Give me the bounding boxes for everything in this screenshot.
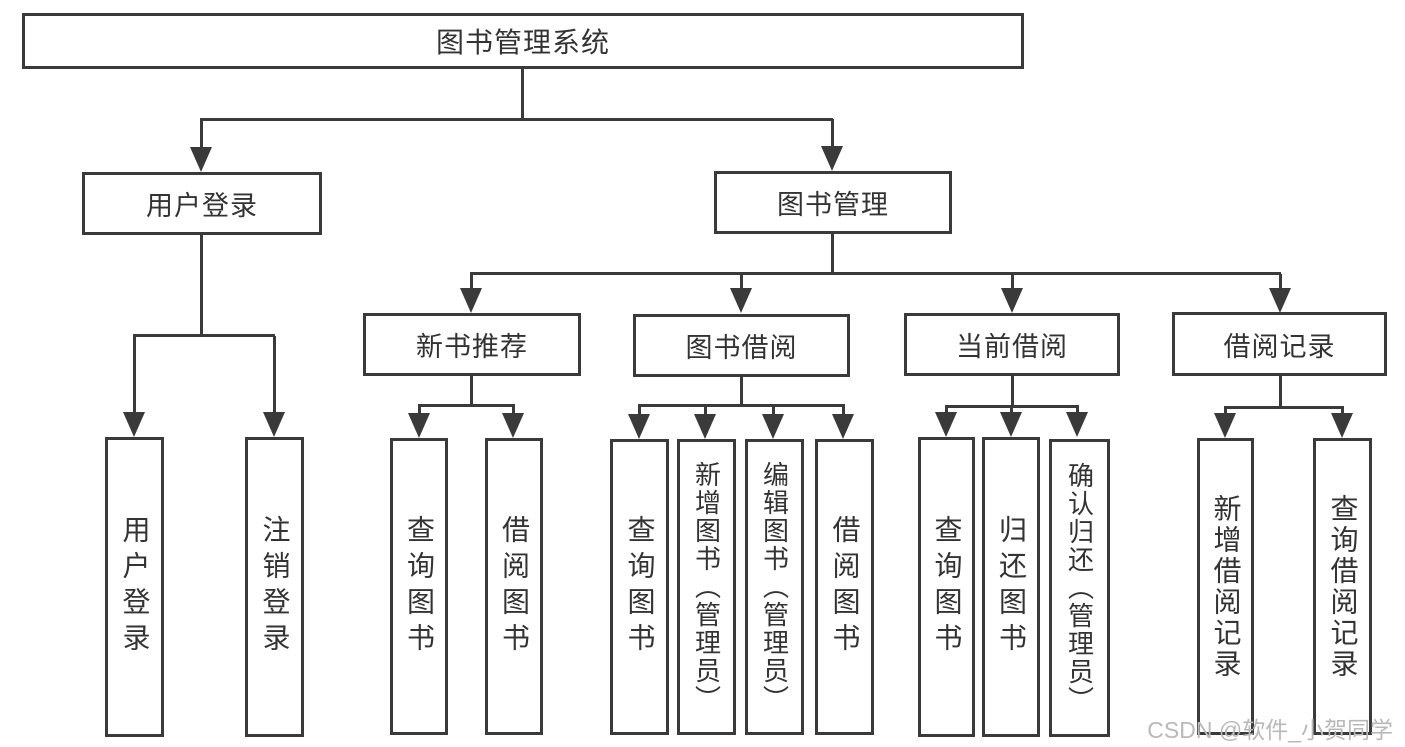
node-user-login: 用户登录 [82, 172, 322, 235]
node-book-mgmt: 图书管理 [714, 171, 952, 234]
connector-stem-nbr-borrow [512, 406, 515, 414]
node-current-borrow-label: 当前借阅 [956, 332, 1068, 362]
node-new-book-rec: 新书推荐 [363, 313, 581, 376]
arrowhead-borrow-records [1269, 288, 1291, 313]
connector-stem-user-login [200, 119, 203, 149]
node-root-label: 图书管理系统 [435, 27, 610, 58]
node-book-mgmt-label: 图书管理 [777, 190, 889, 220]
connector-stem-book-borrow [740, 274, 743, 290]
node-user-login-action-label: 用户登录 [119, 515, 151, 659]
connector-book-mgmt-trunk [831, 234, 834, 274]
node-br-add-record: 新增借阅记录 [1197, 438, 1254, 735]
connector-stem-br-add [1224, 408, 1227, 414]
arrowhead-cb-confirm [1066, 412, 1088, 437]
node-bb-query-books: 查询图书 [610, 439, 669, 735]
arrowhead-bb-borrow [832, 414, 854, 439]
node-nbr-borrow-books: 借阅图书 [485, 438, 543, 735]
connector-user-rail [133, 334, 275, 337]
node-bb-edit-books: 编辑图书（管理员） [745, 439, 804, 735]
node-nbr-query-books-label: 查询图书 [404, 514, 435, 659]
arrowhead-nbr-query [408, 413, 430, 438]
connector-stem-br-query [1341, 408, 1344, 414]
connector-br-rail [1224, 406, 1344, 409]
node-user-login-action: 用户登录 [105, 437, 164, 737]
connector-level1-rail [200, 118, 833, 121]
node-logout-action: 注销登录 [245, 437, 304, 737]
connector-stem-borrow-records [1279, 274, 1282, 290]
connector-cb-rail [945, 405, 1079, 408]
arrowhead-nbr-borrow [502, 413, 524, 438]
connector-stem-new-book-rec [470, 274, 473, 290]
node-cb-return-books: 归还图书 [982, 437, 1040, 737]
arrowhead-user-login-action [123, 412, 145, 437]
node-logout-action-label: 注销登录 [259, 515, 291, 659]
arrowhead-book-borrow [730, 288, 752, 313]
node-bb-borrow-books: 借阅图书 [815, 439, 874, 735]
connector-stem-bb-query [638, 406, 641, 416]
arrowhead-cb-query [935, 412, 957, 437]
node-book-borrow-label: 图书借阅 [685, 333, 798, 363]
arrowhead-book-mgmt [821, 146, 843, 171]
node-bb-add-books-label: 新增图书（管理员） [691, 461, 722, 713]
connector-stem-current-borrow [1011, 274, 1014, 290]
connector-stem-book-mgmt [831, 119, 834, 148]
node-br-query-record-label: 查询借阅记录 [1327, 493, 1359, 680]
node-borrow-records-label: 借阅记录 [1223, 331, 1336, 362]
node-user-login-label: 用户登录 [146, 191, 258, 221]
connector-root-trunk [521, 69, 524, 120]
arrowhead-current-borrow [1001, 288, 1023, 313]
connector-level2-rail [470, 272, 1281, 275]
node-br-query-record: 查询借阅记录 [1313, 438, 1372, 735]
arrowhead-br-query [1331, 413, 1353, 438]
connector-cb-trunk [1011, 375, 1014, 407]
node-root: 图书管理系统 [22, 13, 1024, 69]
connector-nbr-trunk [470, 375, 473, 406]
connector-stem-nbr-query [418, 406, 421, 414]
connector-stem-logout-action [273, 336, 276, 414]
connector-stem-bb-borrow [842, 406, 845, 416]
node-bb-query-books-label: 查询图书 [624, 515, 656, 659]
arrowhead-bb-query [628, 414, 650, 439]
node-bb-add-books: 新增图书（管理员） [677, 439, 736, 735]
connector-user-trunk [200, 235, 203, 336]
node-cb-confirm-return-label: 确认归还（管理员） [1064, 462, 1095, 714]
connector-bb-rail [638, 404, 845, 407]
arrowhead-br-add [1214, 413, 1236, 438]
arrowhead-bb-add [694, 414, 716, 439]
arrowhead-user-login [190, 147, 212, 172]
connector-nbr-rail [418, 404, 515, 407]
connector-bb-trunk [740, 377, 743, 406]
connector-stem-user-login-action [133, 336, 136, 414]
node-cb-query-books: 查询图书 [918, 437, 975, 737]
csdn-watermark: CSDN @软件_小贺同学 [1147, 717, 1393, 743]
arrowhead-new-book-rec [460, 288, 482, 313]
node-nbr-query-books: 查询图书 [390, 438, 448, 735]
connector-stem-cb-confirm [1076, 407, 1079, 414]
node-cb-confirm-return: 确认归还（管理员） [1049, 439, 1110, 737]
node-cb-return-books-label: 归还图书 [996, 515, 1027, 659]
node-current-borrow: 当前借阅 [904, 313, 1120, 376]
node-new-book-rec-label: 新书推荐 [416, 332, 528, 362]
arrowhead-bb-edit [762, 414, 784, 439]
connector-br-trunk [1279, 376, 1282, 408]
node-bb-edit-books-label: 编辑图书（管理员） [759, 461, 790, 713]
arrowhead-logout-action [263, 412, 285, 437]
node-borrow-records: 借阅记录 [1172, 312, 1387, 376]
arrowhead-cb-return [1000, 412, 1022, 437]
connector-stem-cb-return [1010, 407, 1013, 414]
connector-stem-bb-edit [772, 406, 775, 416]
node-cb-query-books-label: 查询图书 [931, 515, 963, 659]
node-br-add-record-label: 新增借阅记录 [1210, 493, 1242, 680]
connector-stem-cb-query [945, 407, 948, 414]
node-nbr-borrow-books-label: 借阅图书 [499, 514, 530, 659]
node-book-borrow: 图书借阅 [633, 314, 850, 377]
connector-stem-bb-add [704, 406, 707, 416]
node-bb-borrow-books-label: 借阅图书 [829, 515, 861, 659]
